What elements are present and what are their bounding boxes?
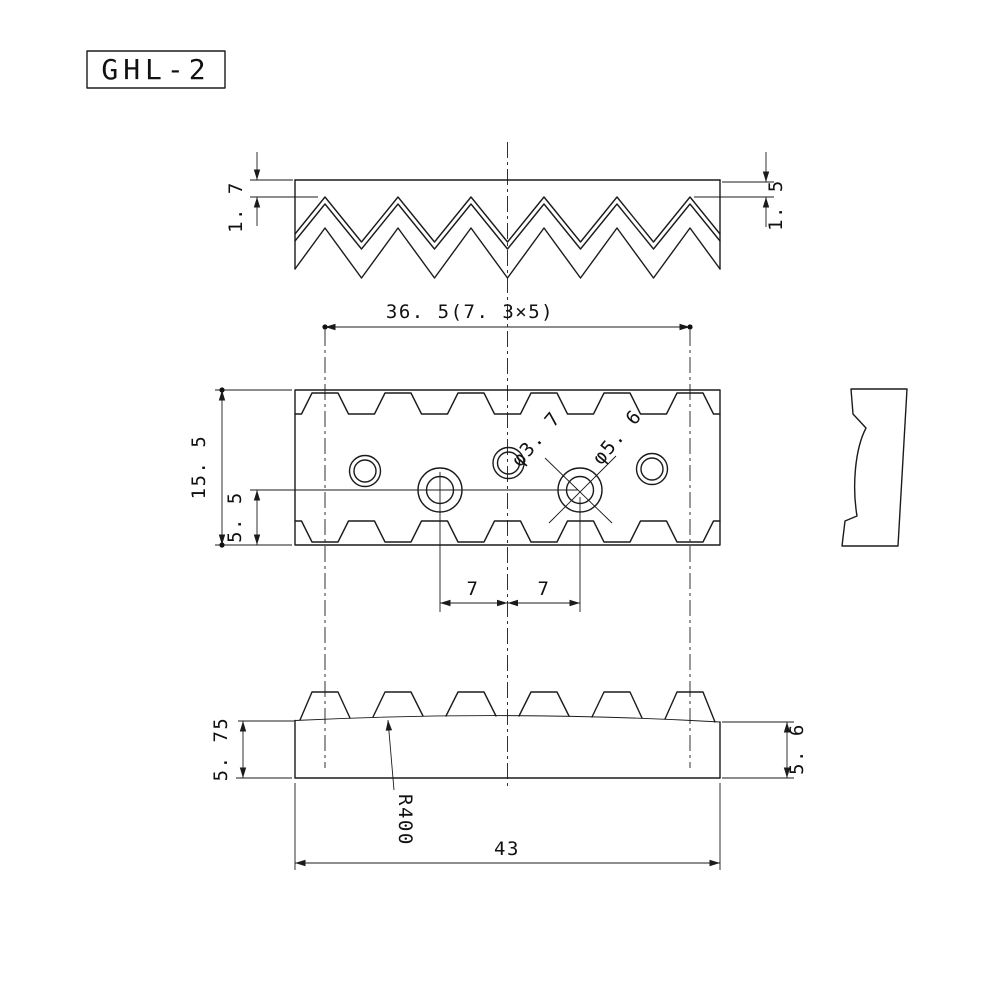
dim-dot bbox=[219, 542, 225, 548]
tooth bbox=[299, 691, 351, 721]
tooth bbox=[591, 691, 643, 719]
radius-curve bbox=[294, 715, 721, 723]
hole-small-left-inner bbox=[353, 459, 377, 483]
tooth bbox=[445, 691, 497, 717]
tooth-profile-front bbox=[294, 227, 721, 279]
side-profile-view bbox=[841, 388, 908, 547]
bottom-view bbox=[294, 691, 721, 779]
dim-label-pitch-right: 7 bbox=[538, 578, 551, 600]
tooth bbox=[664, 691, 716, 723]
dim-label-pitch-left: 7 bbox=[467, 578, 480, 600]
dim-dot bbox=[687, 324, 693, 330]
front-view bbox=[294, 179, 721, 279]
front-view-dimensions: 1. 7 1. 5 bbox=[225, 152, 787, 233]
width-dimension: 36. 5(7. 3×5) bbox=[322, 301, 693, 331]
bottom-view-dimensions: 5. 75 5. 6 R400 43 bbox=[210, 717, 808, 870]
tooth-profile-back-inner bbox=[294, 203, 721, 250]
serration-band-bottom bbox=[294, 520, 721, 543]
dim-label-5-5: 5. 5 bbox=[224, 491, 246, 543]
hole-small-right bbox=[635, 452, 669, 486]
dim-label-15-5: 15. 5 bbox=[188, 435, 210, 500]
radius-leader bbox=[385, 719, 395, 791]
tooth-profile-back bbox=[294, 196, 721, 243]
dim-label-43: 43 bbox=[494, 838, 520, 860]
dim-label-dia-5-6: φ5. 6 bbox=[588, 405, 646, 469]
dim-label-dia-3-7: φ3. 7 bbox=[507, 407, 565, 471]
hole-small-center-inner bbox=[496, 451, 521, 475]
outline bbox=[294, 389, 721, 546]
serration-band-top bbox=[294, 392, 721, 415]
dim-label-5-6: 5. 6 bbox=[786, 723, 808, 775]
side-profile-outline bbox=[841, 388, 908, 547]
title-label: GHL-2 bbox=[101, 53, 210, 86]
title-box bbox=[86, 50, 226, 89]
dim-label-1-7: 1. 7 bbox=[225, 181, 247, 233]
hole-small-center bbox=[492, 446, 525, 480]
dim-label-r400: R400 bbox=[394, 794, 416, 846]
dim-label-36-5: 36. 5(7. 3×5) bbox=[386, 301, 554, 323]
hole-small-right-inner bbox=[640, 457, 664, 481]
dim-dot bbox=[219, 387, 225, 393]
tooth bbox=[372, 691, 424, 718]
plan-view-dimensions: 15. 5 5. 5 7 7 bbox=[188, 387, 581, 612]
hole-leader-cross bbox=[548, 455, 617, 524]
hole-small-left bbox=[348, 454, 382, 488]
title-block: GHL-2 bbox=[86, 50, 226, 89]
tooth bbox=[518, 691, 570, 717]
hole-leader-cross bbox=[544, 457, 613, 524]
dim-label-1-5: 1. 5 bbox=[765, 179, 787, 231]
dim-label-5-75: 5. 75 bbox=[210, 717, 232, 782]
dim-dot bbox=[322, 324, 328, 330]
